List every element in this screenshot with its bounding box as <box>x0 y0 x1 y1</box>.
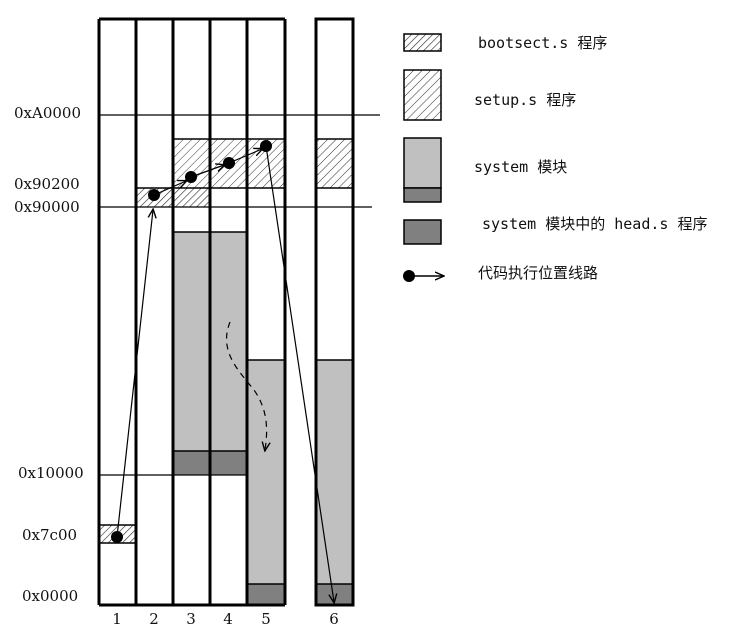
column-label-1: 1 <box>112 610 122 628</box>
column-3-bootsect-block <box>173 188 210 207</box>
path-dots <box>111 140 272 543</box>
legend-setup-label: setup.s 程序 <box>474 91 576 109</box>
legend-bootsect-swatch <box>403 33 442 52</box>
column-5-head-block <box>247 584 285 605</box>
legend-system-head-swatch <box>403 187 442 203</box>
column-6-setup-block <box>316 139 353 188</box>
column-label-6: 6 <box>329 610 339 628</box>
column-4 <box>210 138 247 475</box>
legend-path-dot-icon <box>403 270 415 282</box>
column-3-head-block <box>173 451 210 475</box>
column-4-system-block <box>210 232 247 451</box>
path-move-system-arrow <box>225 321 267 450</box>
column-label-2: 2 <box>149 610 159 628</box>
column-label-5: 5 <box>261 610 271 628</box>
column-label-3: 3 <box>186 610 196 628</box>
address-label-0000: 0x0000 <box>22 587 78 605</box>
column-6 <box>316 138 353 605</box>
address-label-10000: 0x10000 <box>18 464 84 482</box>
legend-setup-swatch <box>403 69 442 121</box>
address-label-90200: 0x90200 <box>14 175 80 193</box>
column-5 <box>247 138 285 605</box>
path-dot-1 <box>111 531 123 543</box>
column-6-system-block <box>316 360 353 584</box>
path-arrow-1-2 <box>116 210 153 538</box>
column-4-head-block <box>210 451 247 475</box>
path-arrow-5-6 <box>265 145 334 602</box>
column-3-system-block <box>173 232 210 451</box>
path-dot-5 <box>260 140 272 152</box>
legend: bootsect.s 程序 setup.s 程序 system 模块 syste… <box>403 33 707 282</box>
address-label-90000: 0x90000 <box>14 198 80 216</box>
column-frames <box>97 17 355 607</box>
legend-path-label: 代码执行位置线路 <box>478 264 598 282</box>
legend-head-swatch <box>403 219 442 245</box>
address-label-a0000: 0xA0000 <box>14 104 81 122</box>
path-dot-4 <box>223 157 235 169</box>
path-dot-3 <box>185 171 197 183</box>
legend-head-label: system 模块中的 head.s 程序 <box>482 215 707 233</box>
column-5-system-block <box>247 360 285 584</box>
address-label-7c00: 0x7c00 <box>22 526 77 544</box>
legend-bootsect-label: bootsect.s 程序 <box>478 34 607 52</box>
column-3 <box>173 138 210 475</box>
column-label-4: 4 <box>223 610 233 628</box>
legend-system-swatch <box>403 137 442 189</box>
path-dot-2 <box>148 189 160 201</box>
legend-system-label: system 模块 <box>474 158 567 176</box>
